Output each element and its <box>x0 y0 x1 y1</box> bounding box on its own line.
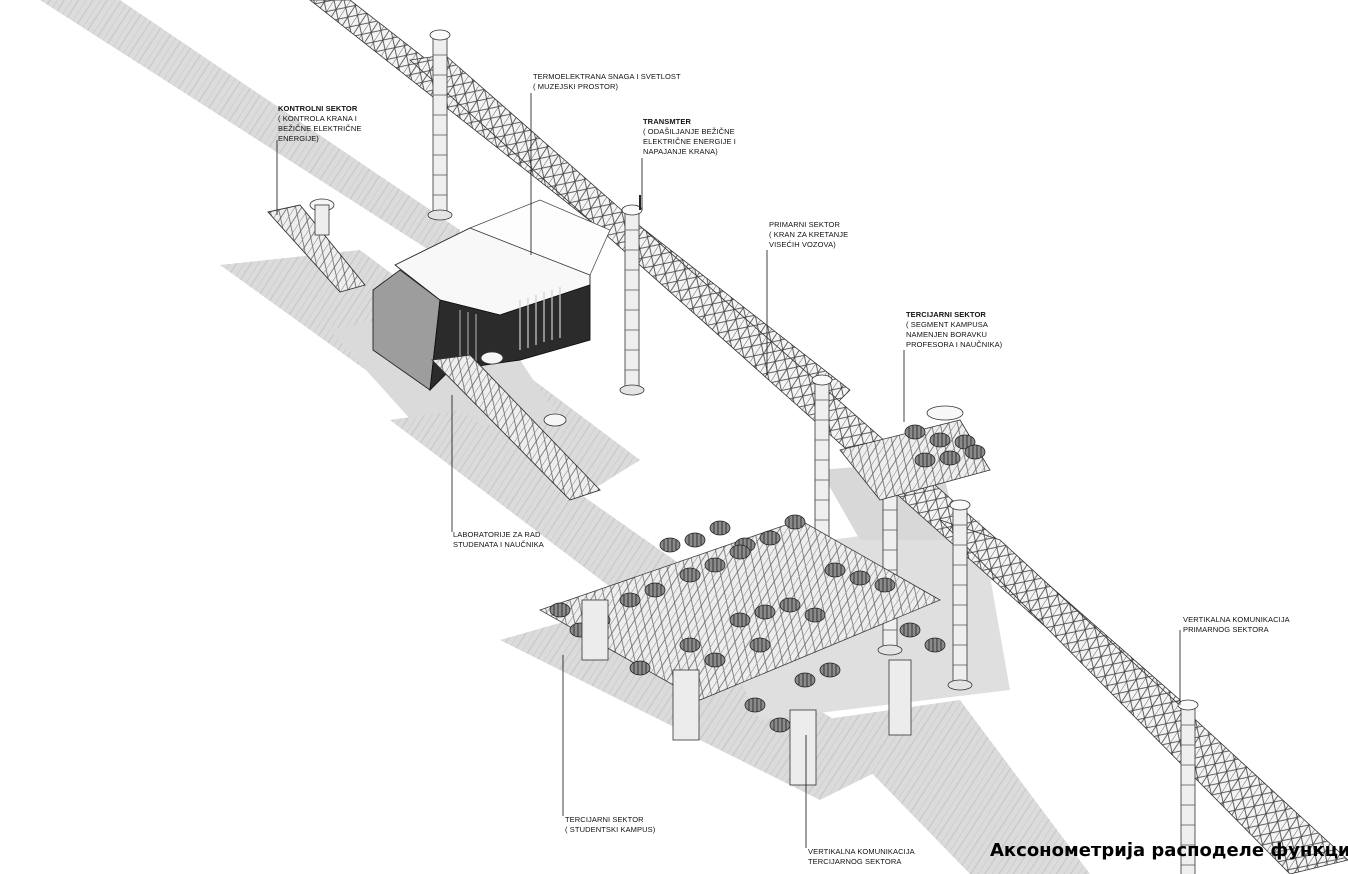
label-tercijarni-studentski: TERCIJARNI SEKTOR ( STUDENTSKI KAMPUS) <box>565 815 656 834</box>
label-vertikalna-tercijarna: VERTIKALNA KOMUNIKACIJA TERCIJARNOG SEKT… <box>808 847 915 866</box>
label-primarni-sektor: PRIMARNI SEKTOR ( KRAN ZA KRETANJE VISEĆ… <box>769 220 849 249</box>
label-tercijarni-profesori: TERCIJARNI SEKTOR ( SEGMENT KAMPUSA NAME… <box>906 310 1003 349</box>
laboratory-bridge <box>431 351 601 501</box>
leader-lines <box>276 93 1181 848</box>
tertiary-professors-cluster <box>839 405 991 501</box>
control-sector-bridge <box>267 198 366 293</box>
tower-transmitter <box>619 195 645 396</box>
label-termoelektrana: TERMOELEKTRANA SNAGA I SVETLOST ( MUZEJS… <box>533 72 681 91</box>
student-campus-cluster <box>539 514 946 786</box>
diagram-caption: Аксонометрија расподеле функција <box>990 840 1348 861</box>
label-kontrolni-sektor: KONTROLNI SEKTOR ( KONTROLA KRANA I BEŽI… <box>278 104 362 143</box>
label-vertikalna-primarna: VERTIKALNA KOMUNIKACIJA PRIMARNOG SEKTOR… <box>1183 615 1290 634</box>
label-laboratorije: LABORATORIJE ZA RAD STUDENATA I NAUČNIKA <box>453 530 544 549</box>
label-transmter: TRANSMTER ( ODAŠILJANJE BEŽIČNE ELEKTRIČ… <box>643 117 736 156</box>
